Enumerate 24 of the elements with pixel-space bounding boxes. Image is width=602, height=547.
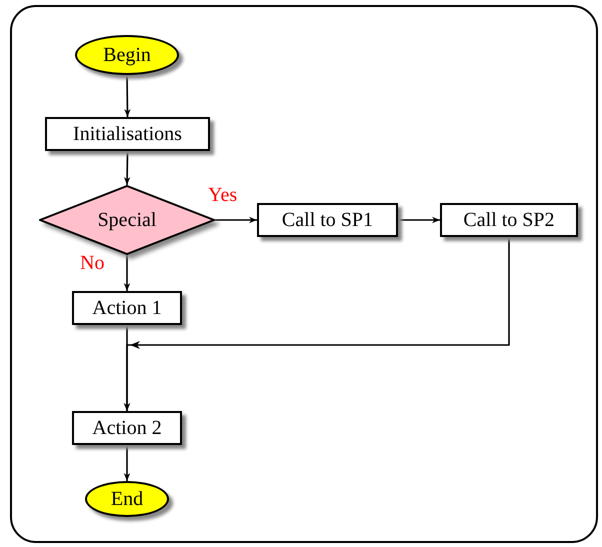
arrow <box>124 150 130 186</box>
arrow <box>124 445 130 481</box>
process-box <box>72 291 182 325</box>
terminal-ellipse <box>75 35 179 75</box>
arrow <box>124 237 510 411</box>
arrow <box>215 216 257 224</box>
edge-label: Yes <box>208 184 238 207</box>
process-box <box>440 203 578 237</box>
terminal-ellipse <box>85 481 169 517</box>
node-label: Action 2 <box>92 416 162 440</box>
node-label: Action 1 <box>92 296 162 320</box>
node-label: Call to SP2 <box>463 208 555 232</box>
arrow <box>124 255 130 291</box>
edge-label: No <box>80 252 104 275</box>
node-label: Call to SP1 <box>282 208 374 232</box>
node-label: End <box>110 488 144 510</box>
arrow <box>124 75 131 117</box>
node-label: Special <box>98 208 156 232</box>
process-box <box>257 203 398 237</box>
arrow <box>398 216 440 224</box>
node-label: Begin <box>103 44 151 66</box>
process-box <box>45 117 210 151</box>
node-label: Initialisations <box>73 122 182 146</box>
process-box <box>72 411 182 445</box>
